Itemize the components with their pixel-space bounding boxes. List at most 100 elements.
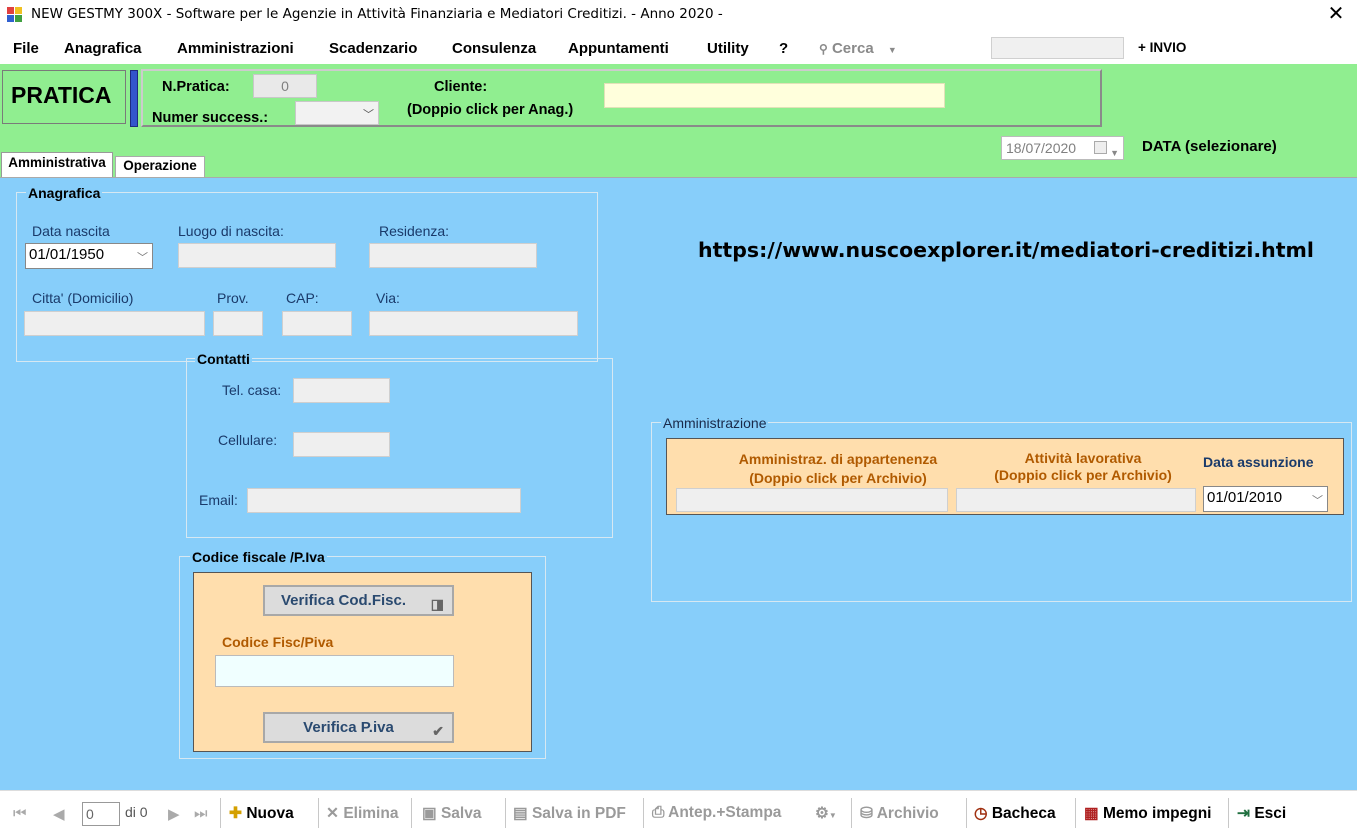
via-field[interactable]: [369, 311, 578, 336]
bacheca-button[interactable]: ◷ Bacheca: [974, 804, 1056, 823]
verifica-piva-label: Verifica P.iva: [303, 719, 394, 736]
page-count: di 0: [125, 804, 148, 820]
npratica-field[interactable]: 0: [253, 74, 317, 98]
binoculars-icon: ⚲: [819, 42, 828, 56]
close-icon[interactable]: ✕: [1327, 3, 1345, 25]
menu-utility[interactable]: Utility: [707, 40, 749, 57]
menu-cerca-label: Cerca: [831, 40, 874, 57]
amministrazione-title: Amministrazione: [661, 415, 769, 431]
pdf-icon: ▤: [513, 805, 528, 822]
separator: [505, 798, 506, 828]
clock-icon: ◷: [974, 805, 988, 822]
prev-record-icon[interactable]: ◀: [53, 806, 65, 823]
tel-field[interactable]: [293, 378, 390, 403]
email-field[interactable]: [247, 488, 521, 513]
esci-label: Esci: [1254, 805, 1287, 822]
attivita-field[interactable]: [956, 488, 1196, 512]
data-nascita-picker[interactable]: 01/01/1950 ﹀: [25, 243, 153, 269]
separator: [220, 798, 221, 828]
invio-button[interactable]: + INVIO: [1138, 40, 1187, 55]
last-record-icon[interactable]: ⏭: [194, 805, 208, 822]
menu-file[interactable]: File: [13, 40, 39, 57]
menu-anagrafica[interactable]: Anagrafica: [64, 40, 142, 57]
codfisc-title: Codice fiscale /P.Iva: [190, 549, 327, 565]
separator: [318, 798, 319, 828]
memo-impegni-button[interactable]: ▦ Memo impegni: [1084, 804, 1211, 823]
bacheca-label: Bacheca: [991, 805, 1056, 822]
next-record-icon[interactable]: ▶: [168, 806, 180, 823]
menu-search-box[interactable]: [991, 37, 1124, 59]
title-bar: [0, 0, 1357, 32]
tab-operazione[interactable]: Operazione: [115, 156, 205, 177]
chevron-down-icon: ▼: [887, 45, 897, 55]
menu-consulenza[interactable]: Consulenza: [452, 40, 537, 57]
calendar-icon: [1094, 141, 1107, 154]
first-record-icon[interactable]: ⏮: [13, 805, 27, 822]
numsucc-select[interactable]: ﹀: [295, 101, 379, 125]
separator: [1075, 798, 1076, 828]
verifica-cf-button[interactable]: Verifica Cod.Fisc. ◨: [263, 585, 454, 616]
data-nascita-label: Data nascita: [32, 223, 110, 239]
codfisc-group: [179, 556, 546, 759]
prov-label: Prov.: [217, 290, 249, 306]
npratica-label: N.Pratica:: [162, 79, 230, 95]
salva-pdf-label: Salva in PDF: [531, 805, 626, 822]
cap-field[interactable]: [282, 311, 352, 336]
exit-icon: ⇥: [1237, 805, 1250, 822]
gear-icon: ⚙: [815, 805, 829, 822]
page-input[interactable]: 0: [82, 802, 120, 826]
anagrafica-group: [16, 192, 598, 362]
menu-amministrazioni[interactable]: Amministrazioni: [177, 40, 294, 57]
chevron-down-icon: ﹀: [363, 109, 374, 121]
tab-amministrativa[interactable]: Amministrativa: [1, 152, 113, 178]
cliente-field[interactable]: [604, 83, 945, 108]
contatti-group: [186, 358, 613, 538]
menu-scadenzario[interactable]: Scadenzario: [329, 40, 418, 57]
separator: [411, 798, 412, 828]
anteprima-stampa-button[interactable]: ⎙ Antep.+Stampa: [652, 804, 781, 822]
luogo-field[interactable]: [178, 243, 336, 268]
separator: [1228, 798, 1229, 828]
elimina-button[interactable]: ✕ Elimina: [326, 804, 398, 823]
menu-appuntamenti[interactable]: Appuntamenti: [568, 40, 669, 57]
verifica-piva-button[interactable]: Verifica P.iva ✔: [263, 712, 454, 743]
settings-dropdown[interactable]: ⚙▼: [815, 804, 837, 823]
delete-icon: ✕: [326, 805, 339, 822]
data-assunzione-picker[interactable]: 01/01/2010 ﹀: [1203, 486, 1328, 512]
appartenenza-label-1: Amministraz. di appartenenza: [738, 451, 938, 467]
cap-label: CAP:: [286, 290, 319, 306]
nuova-button[interactable]: ✚ Nuova: [229, 804, 294, 823]
data-label: DATA (selezionare): [1142, 138, 1277, 155]
luogo-label: Luogo di nascita:: [178, 223, 284, 239]
save-icon: ▣: [422, 805, 437, 822]
via-label: Via:: [376, 290, 400, 306]
cf-input[interactable]: [215, 655, 454, 687]
appartenenza-field[interactable]: [676, 488, 948, 512]
attivita-label-2: (Doppio click per Archivio): [994, 467, 1172, 483]
email-label: Email:: [199, 492, 238, 508]
data-assunzione-label: Data assunzione: [1203, 454, 1314, 470]
menu-cerca[interactable]: ⚲ Cerca ▼: [819, 40, 897, 57]
salva-label: Salva: [440, 805, 482, 822]
archive-icon: ⛁: [860, 805, 873, 822]
residenza-field[interactable]: [369, 243, 537, 268]
citta-field[interactable]: [24, 311, 205, 336]
salva-button[interactable]: ▣ Salva: [422, 804, 481, 823]
salva-pdf-button[interactable]: ▤ Salva in PDF: [513, 804, 626, 823]
menu-help[interactable]: ?: [779, 40, 789, 57]
data-picker[interactable]: 18/07/2020 ▼: [1001, 136, 1124, 160]
appartenenza-label-2: (Doppio click per Archivio): [749, 470, 927, 486]
header-panel: [0, 64, 1357, 177]
attivita-label-1: Attività lavorativa: [1024, 450, 1142, 466]
contatti-title: Contatti: [195, 351, 252, 367]
numsucc-label: Numer success.:: [152, 110, 269, 126]
cellulare-field[interactable]: [293, 432, 390, 457]
archivio-button[interactable]: ⛁ Archivio: [860, 804, 939, 823]
chevron-down-icon: ▼: [828, 811, 837, 820]
anagrafica-title: Anagrafica: [26, 185, 103, 201]
nuova-label: Nuova: [246, 805, 294, 822]
esci-button[interactable]: ⇥ Esci: [1237, 804, 1286, 823]
header-divider: [130, 70, 138, 127]
data-nascita-value: 01/01/1950: [29, 246, 105, 263]
prov-field[interactable]: [213, 311, 263, 336]
